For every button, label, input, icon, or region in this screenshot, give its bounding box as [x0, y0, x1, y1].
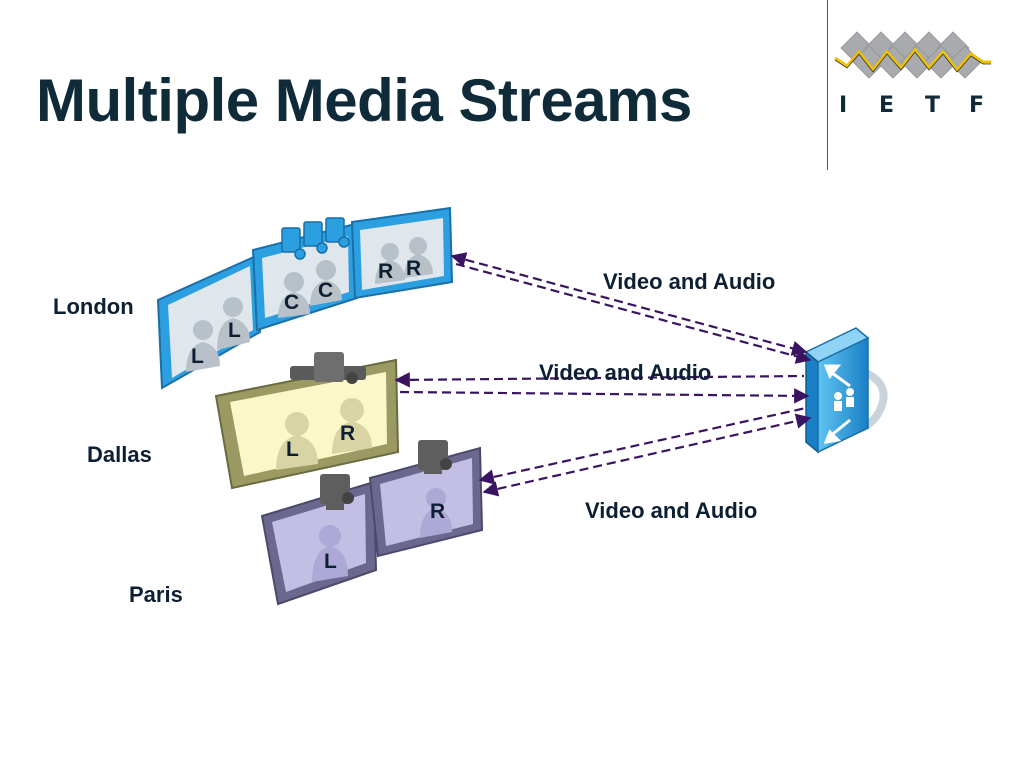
logo-letter-f: F [969, 93, 984, 118]
seat-label-london-r2: R [406, 257, 421, 280]
site-label-london: London [53, 294, 134, 319]
camera-icon [281, 217, 350, 260]
london-stream-b [455, 262, 812, 364]
conference-server-icon [804, 327, 888, 454]
logo-zigzag [834, 47, 991, 73]
london-screen-right: R R [350, 206, 454, 300]
site-label-paris: Paris [129, 582, 183, 607]
ietf-logo: I E T F [834, 31, 991, 118]
page-title: Multiple Media Streams [36, 67, 692, 134]
dallas-stream-b [399, 388, 810, 404]
stream-label-paris: Video and Audio [585, 498, 758, 523]
seat-label-london-l2: L [228, 319, 241, 342]
london-room: L L C C R R [156, 206, 454, 390]
stream-arrows [394, 252, 812, 497]
dallas-room: L R [214, 352, 400, 490]
seat-label-paris-r: R [430, 500, 445, 523]
site-label-dallas: Dallas [87, 442, 152, 467]
camera-icon [290, 352, 366, 384]
header-divider [827, 0, 828, 170]
seat-label-london-l1: L [191, 345, 204, 368]
logo-letter-t: T [925, 93, 940, 118]
paris-screen-left: L [260, 480, 378, 606]
london-screen-center: C C [251, 222, 359, 332]
paris-stream-b [482, 413, 812, 497]
london-stream-a [450, 252, 808, 356]
seat-label-dallas-r: R [340, 422, 355, 445]
seat-label-london-c1: C [284, 291, 299, 314]
seat-label-dallas-l: L [286, 438, 299, 461]
dallas-stream-a [394, 372, 805, 388]
stream-label-london: Video and Audio [603, 269, 776, 294]
seat-label-london-c2: C [318, 279, 333, 302]
seat-label-london-r1: R [378, 260, 393, 283]
logo-letter-i: I [839, 93, 847, 118]
paris-room: L R [260, 440, 484, 606]
london-screen-left: L L [156, 254, 262, 390]
seat-label-paris-l: L [324, 550, 337, 573]
logo-letter-e: E [879, 93, 894, 118]
paris-screen-right: R [368, 446, 484, 558]
stream-label-dallas: Video and Audio [539, 360, 712, 385]
paris-stream-a [478, 406, 807, 485]
camera-icon [320, 440, 452, 510]
